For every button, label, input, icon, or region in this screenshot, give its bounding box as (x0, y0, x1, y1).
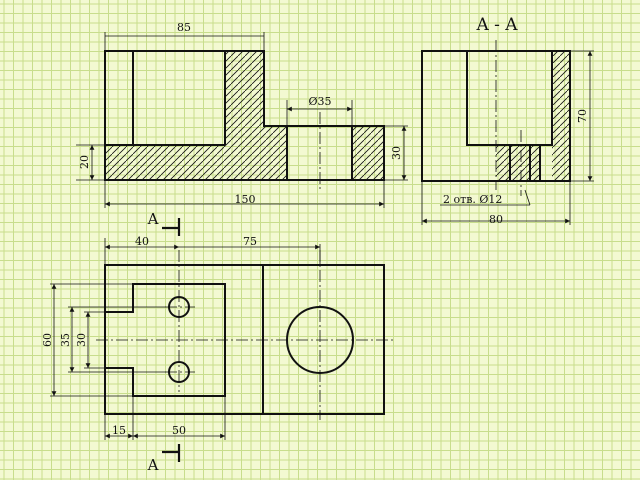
dim-30-right: 30 (390, 146, 403, 160)
dim-30-left: 30 (75, 333, 88, 347)
dim-70: 70 (576, 109, 589, 123)
dim-60: 60 (41, 333, 54, 347)
section-mark-bottom: A (147, 456, 159, 474)
dim-20: 20 (78, 155, 91, 169)
section-mark-top: A (147, 210, 159, 228)
top-view-outline (104, 264, 385, 415)
dim-holes-note: 2 отв. Ø12 (443, 193, 502, 206)
dim-15: 15 (112, 424, 126, 437)
section-hatch-right (552, 51, 570, 181)
dim-150: 150 (235, 193, 256, 206)
section-title: A - A (475, 15, 518, 35)
top-view: 40 75 60 35 30 15 50 A A (41, 210, 394, 474)
dim-75: 75 (243, 235, 257, 248)
dim-bore-diameter: Ø35 (308, 95, 331, 108)
front-view-hatch-right (352, 126, 384, 180)
front-view-hatch-left (105, 51, 287, 180)
section-view: A - A 70 2 отв. Ø12 80 (421, 15, 594, 226)
dim-40: 40 (135, 235, 149, 248)
dim-80: 80 (489, 213, 503, 226)
dim-85: 85 (177, 21, 191, 34)
front-view: 85 Ø35 150 20 30 (76, 21, 408, 208)
dim-50: 50 (172, 424, 186, 437)
section-hatch-hole (496, 145, 541, 181)
dim-35: 35 (59, 333, 72, 347)
